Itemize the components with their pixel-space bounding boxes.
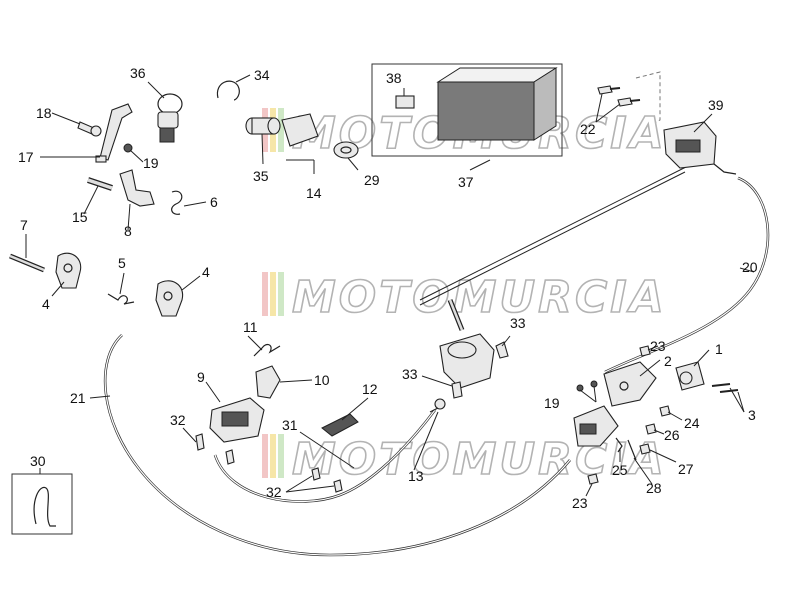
label-18: 18	[36, 105, 52, 121]
watermark-middle: MOTOMURCIA	[262, 271, 667, 324]
part-33-screws	[451, 341, 509, 399]
label-22: 22	[580, 121, 596, 137]
label-13: 13	[408, 468, 424, 484]
part-5-spring	[107, 293, 135, 305]
label-28: 28	[646, 480, 662, 496]
part-18-screw	[77, 121, 102, 137]
label-33-right: 33	[510, 315, 526, 331]
label-38: 38	[386, 70, 402, 86]
label-7: 7	[20, 217, 28, 233]
label-19-top: 19	[143, 155, 159, 171]
part-1-motor	[675, 361, 705, 391]
label-5: 5	[118, 255, 126, 271]
svg-text:MOTOMURCIA: MOTOMURCIA	[292, 272, 667, 323]
label-10: 10	[314, 372, 330, 388]
label-33-left: 33	[402, 366, 418, 382]
part-4-latch-right	[155, 280, 184, 317]
label-4-right: 4	[202, 264, 210, 280]
label-11: 11	[243, 319, 258, 335]
label-23-bottom: 23	[572, 495, 588, 511]
part-17-lever	[95, 103, 133, 163]
part-37-kit-frame	[371, 63, 563, 157]
cable-21	[103, 334, 571, 557]
part-14-lock-assembly	[439, 299, 495, 389]
part-3-screws	[711, 383, 739, 393]
part-6-spring	[171, 190, 183, 215]
label-30: 30	[30, 453, 46, 469]
label-37: 37	[458, 174, 474, 190]
part-29-washer	[333, 141, 359, 159]
part-35-cylinder	[245, 117, 281, 135]
label-15: 15	[72, 209, 88, 225]
label-4-left: 4	[42, 296, 50, 312]
label-12: 12	[362, 381, 378, 397]
part-39-latch	[635, 71, 737, 175]
label-3: 3	[748, 407, 756, 423]
part-15-pin	[87, 177, 113, 191]
part-11-spring	[253, 343, 281, 357]
label-34: 34	[254, 67, 270, 83]
part-30-frame	[11, 473, 73, 535]
svg-text:MOTOMURCIA: MOTOMURCIA	[292, 434, 667, 485]
part-30-loop	[33, 486, 56, 527]
part-37-box	[436, 67, 558, 141]
part-13-connector	[429, 398, 446, 413]
part-22-screws	[597, 85, 641, 107]
part-8-bracket	[119, 169, 155, 207]
part-12-switch	[321, 413, 359, 437]
part-24-26-screws	[639, 405, 671, 455]
label-31: 31	[282, 417, 298, 433]
label-23-top: 23	[650, 338, 666, 354]
part-23-screws	[587, 345, 651, 485]
label-25: 25	[612, 462, 628, 478]
part-19-nuts-b	[576, 380, 598, 392]
cable-14-link	[419, 164, 691, 306]
part-36-key	[157, 93, 183, 143]
label-21: 21	[70, 390, 86, 406]
label-19-right: 19	[544, 395, 560, 411]
label-32-bottom: 32	[266, 484, 282, 500]
callout-labels: 1 2 3 4 4 5 6 7 8 9 10 11 12 13 14 15 17…	[18, 65, 758, 511]
label-29: 29	[364, 172, 380, 188]
part-actuator-housing	[573, 405, 619, 447]
label-36: 36	[130, 65, 146, 81]
label-9: 9	[197, 369, 205, 385]
cable-13	[213, 409, 437, 503]
part-14-lock-body	[281, 113, 319, 147]
label-6: 6	[210, 194, 218, 210]
part-34-clip	[216, 80, 240, 101]
label-2: 2	[664, 353, 672, 369]
part-7-rod	[9, 253, 45, 273]
part-9-actuator	[209, 397, 265, 443]
label-14: 14	[306, 185, 322, 201]
label-39: 39	[708, 97, 724, 113]
label-8: 8	[124, 223, 132, 239]
leader-lines	[25, 74, 755, 497]
label-20: 20	[742, 259, 758, 275]
part-38-small-block	[395, 95, 415, 109]
part-32-screws	[195, 433, 343, 493]
label-1: 1	[715, 341, 723, 357]
part-4-latch-left	[55, 252, 82, 289]
label-27: 27	[678, 461, 694, 477]
part-25-28-clips	[615, 437, 637, 461]
watermark-bottom: MOTOMURCIA	[262, 433, 667, 486]
part-10-bracket	[255, 365, 281, 399]
label-17: 17	[18, 149, 34, 165]
label-35: 35	[253, 168, 269, 184]
label-32-left: 32	[170, 412, 186, 428]
label-24: 24	[684, 415, 700, 431]
label-26: 26	[664, 427, 680, 443]
